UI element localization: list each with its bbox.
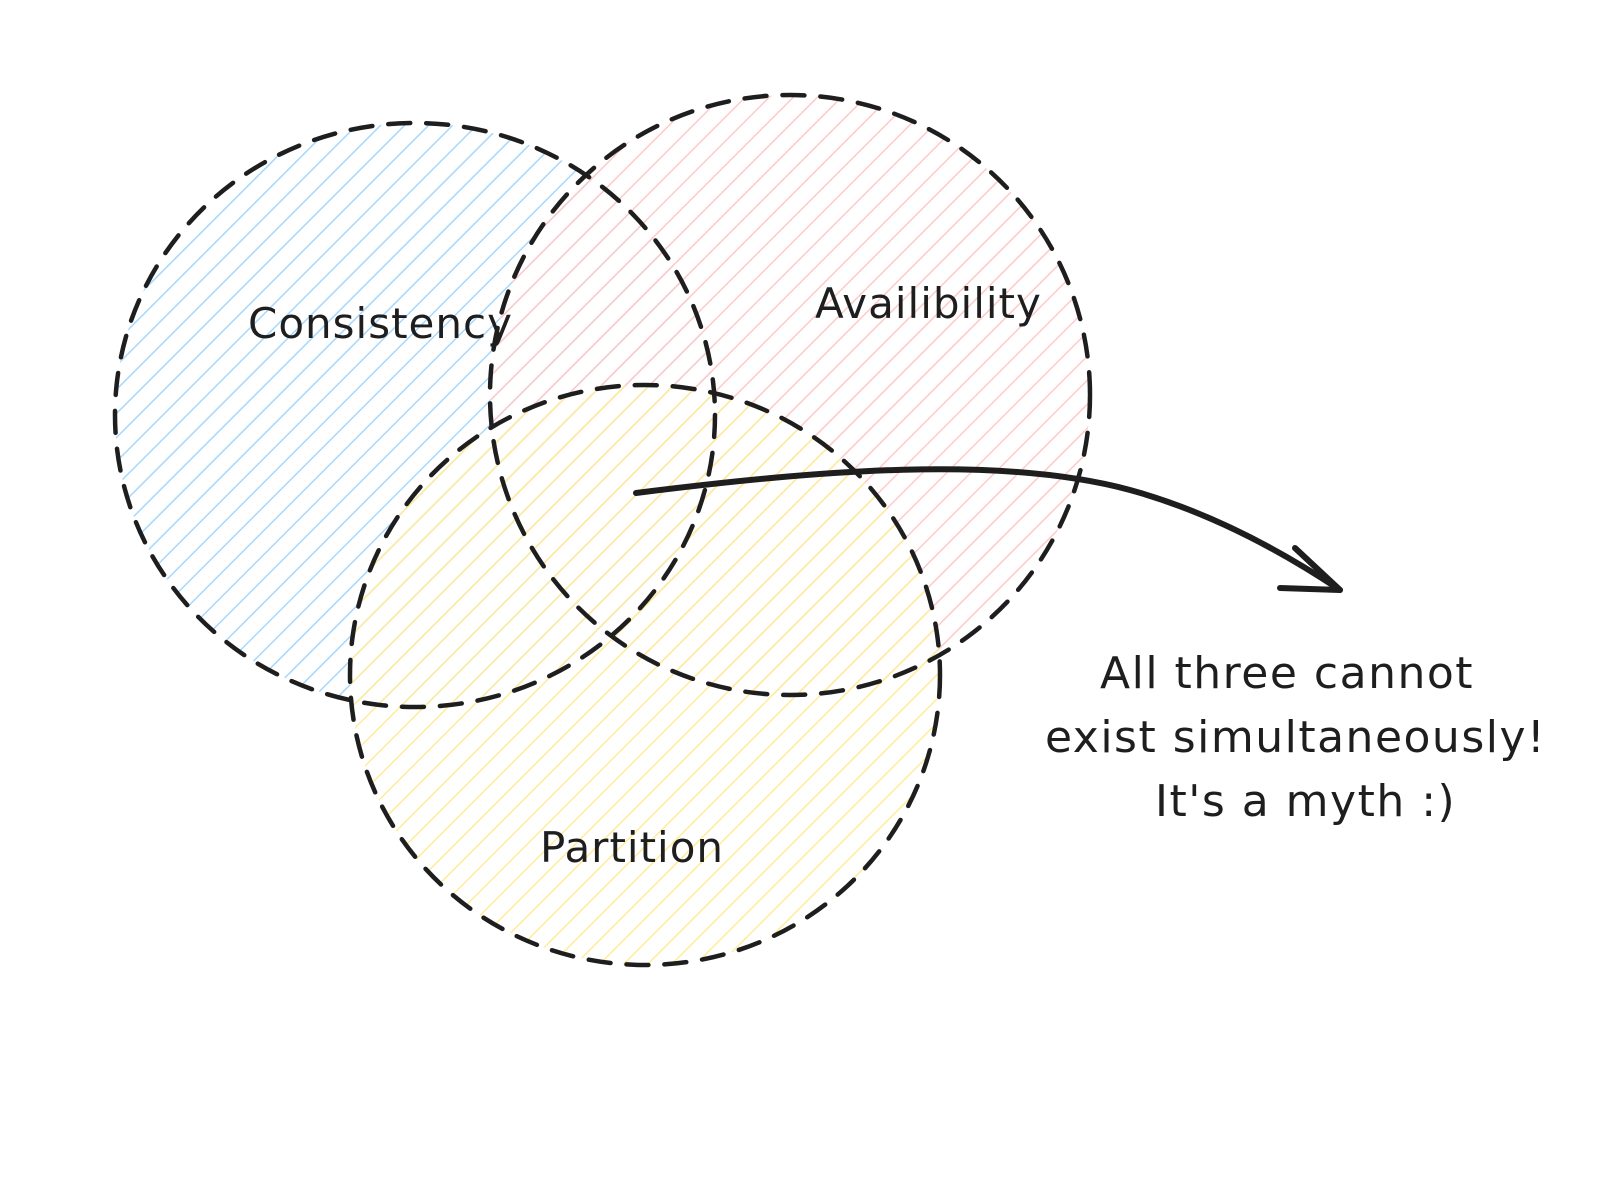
partition-circle-fill <box>350 385 940 965</box>
partition-circle-outline <box>347 382 943 968</box>
note-line-1: All three cannot <box>1100 648 1474 699</box>
consistency-label: Consistency <box>248 299 513 348</box>
arrow-head <box>1277 545 1343 593</box>
note-line-2: exist simultaneously! <box>1045 712 1546 763</box>
myth-note: All three cannot exist simultaneously! I… <box>1045 648 1546 827</box>
circle-fills <box>115 95 1090 965</box>
circle-outlines <box>112 92 1093 968</box>
partition-label: Partition <box>540 823 724 872</box>
note-line-3: It's a myth :) <box>1155 776 1456 827</box>
consistency-circle-outline <box>112 120 718 710</box>
pointer-arrow <box>633 466 1343 593</box>
availability-label: Availibility <box>815 279 1042 328</box>
availability-circle-outline <box>487 92 1093 698</box>
arrow-shaft <box>633 466 1343 593</box>
